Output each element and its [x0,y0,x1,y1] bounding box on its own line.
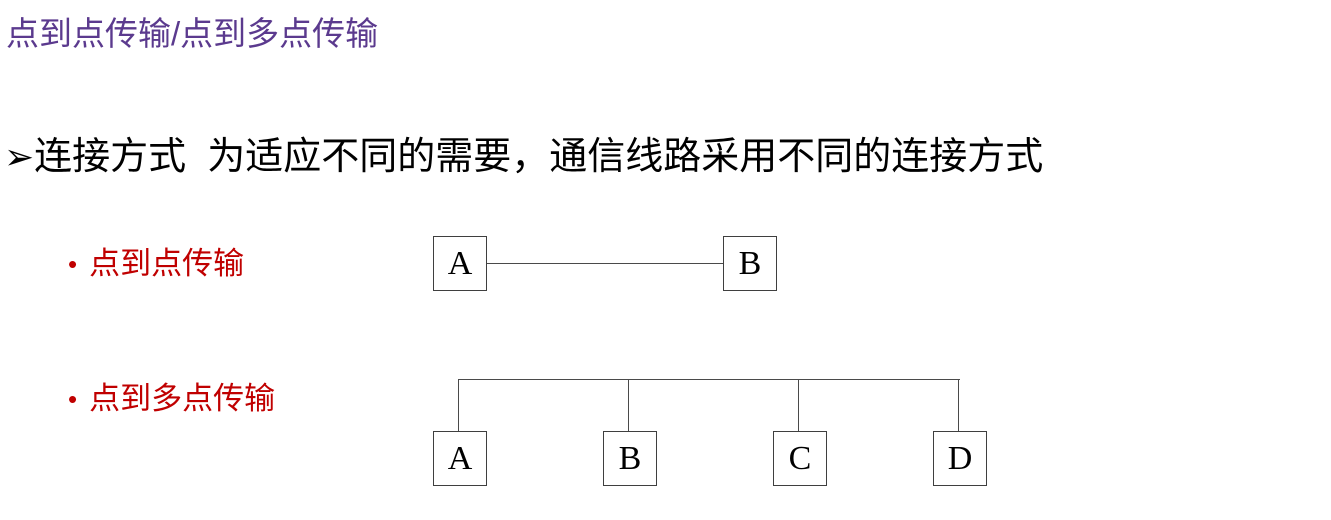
dot-bullet-icon: • [68,384,78,414]
node-box-p2p-b: B [723,236,777,291]
drop-line-1 [458,379,459,431]
node-box-p2mp-c: C [773,431,827,486]
node-box-p2p-a: A [433,236,487,291]
link-line-a-b [487,263,723,264]
page-title: 点到点传输/点到多点传输 [6,15,379,52]
level1-bullet-text: 连接方式 为适应不同的需要，通信线路采用不同的连接方式 [34,136,1044,178]
level2-bullet-label-point-to-point: 点到点传输 [89,246,245,281]
drop-line-4 [958,379,959,431]
diagram-point-to-multipoint: A B C D [430,372,990,497]
level1-bullet-row: ➢ 连接方式 为适应不同的需要，通信线路采用不同的连接方式 [4,133,1043,181]
dot-bullet-icon: • [68,249,78,279]
level2-bullet-row-point-to-point: • 点到点传输 [68,243,244,285]
drop-line-3 [798,379,799,431]
bus-line [458,379,960,380]
drop-line-2 [628,379,629,431]
node-label: B [618,439,642,477]
node-label: B [738,244,762,282]
arrow-bullet-icon: ➢ [4,136,35,177]
node-label: A [447,244,473,282]
node-box-p2mp-d: D [933,431,987,486]
node-box-p2mp-b: B [603,431,657,486]
node-label: D [947,439,973,477]
node-box-p2mp-a: A [433,431,487,486]
level2-bullet-row-point-to-multipoint: • 点到多点传输 [68,378,275,420]
level2-bullet-label-point-to-multipoint: 点到多点传输 [89,381,276,416]
node-label: A [447,439,473,477]
node-label: C [788,439,812,477]
